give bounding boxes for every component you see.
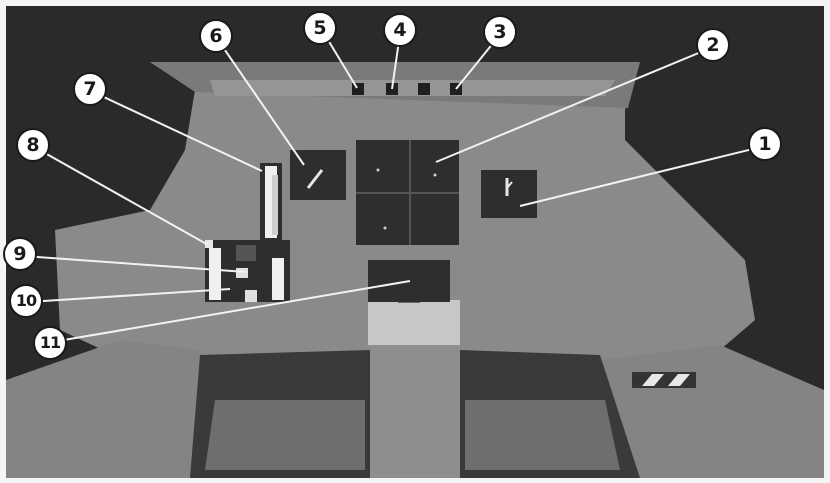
callout-6: 6 [199, 19, 233, 53]
lower-gauge-bar-left [209, 248, 221, 300]
center-display-grid [356, 140, 459, 245]
seat-left [205, 400, 365, 470]
callout-11: 11 [33, 326, 67, 360]
indicator-light-off [418, 83, 430, 95]
upper-gauge-bar [260, 163, 282, 241]
lower-gauge-cluster [205, 240, 290, 302]
small-indicator-10 [245, 290, 257, 302]
seat-right [465, 400, 620, 470]
callout-10: 10 [9, 284, 43, 318]
callout-7: 7 [73, 72, 107, 106]
right-display-panel [481, 170, 537, 218]
callout-9: 9 [3, 237, 37, 271]
callout-2: 2 [696, 28, 730, 62]
lower-gauge-bar-right [272, 258, 284, 300]
callout-4: 4 [383, 13, 417, 47]
roof-ledge [210, 80, 615, 96]
hazard-stripe-panel [632, 372, 696, 388]
callout-5: 5 [303, 11, 337, 45]
center-console-top [368, 300, 460, 345]
callout-8: 8 [16, 128, 50, 162]
small-indicator-9 [236, 245, 256, 261]
indicator-light-5 [352, 83, 364, 95]
callout-3: 3 [483, 15, 517, 49]
callout-1: 1 [748, 127, 782, 161]
